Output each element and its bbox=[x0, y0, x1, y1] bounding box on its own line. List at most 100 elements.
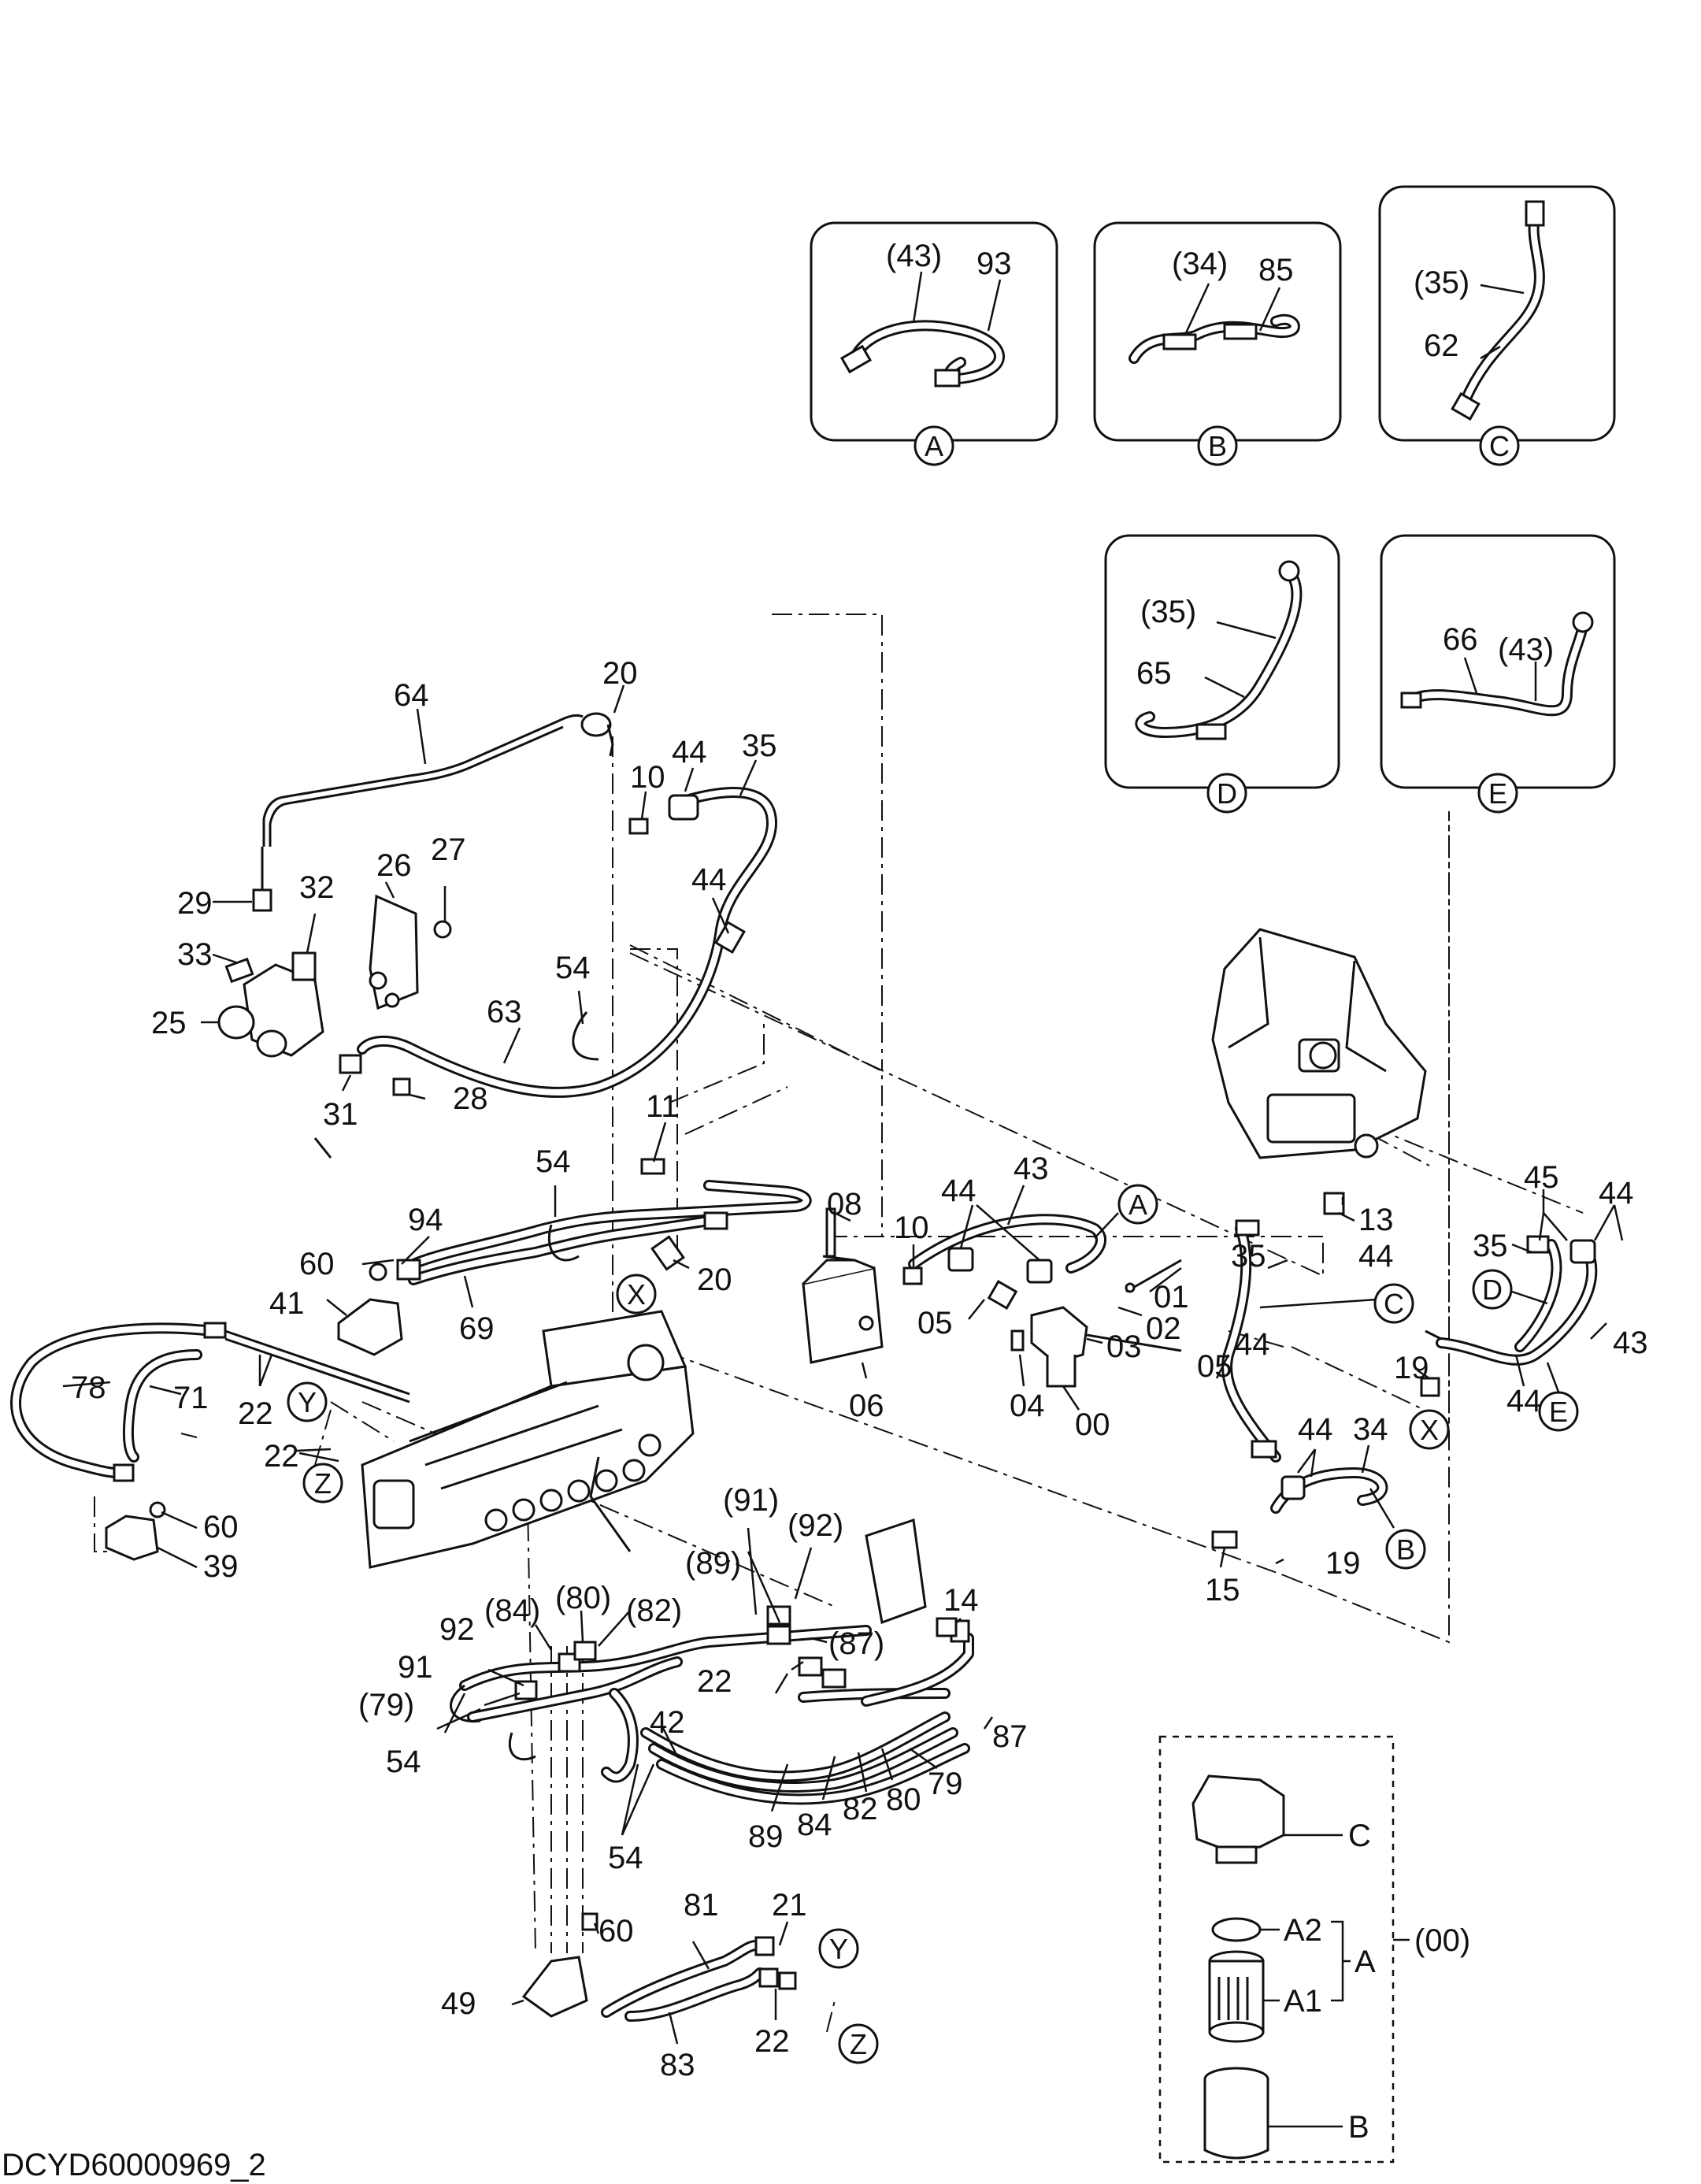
part-label-22c: 22 bbox=[697, 1664, 732, 1699]
part-label-11: 11 bbox=[646, 1089, 679, 1124]
filter-label-a2: A2 bbox=[1284, 1913, 1322, 1948]
filter-detail: C A2 A A1 B (00) bbox=[1158, 1735, 1470, 2164]
part-label-89: 89 bbox=[748, 1819, 784, 1854]
part-label-81: 81 bbox=[684, 1888, 719, 1923]
drawing-code: DCYD60000969_2 bbox=[2, 2148, 266, 2182]
inset-b-label-1: (34) bbox=[1172, 247, 1228, 281]
inset-a: (43) 93 A bbox=[810, 221, 1058, 466]
inset-c-letter: C bbox=[1489, 430, 1510, 462]
part-label-44h: 44 bbox=[1298, 1412, 1333, 1447]
inset-d-letter: D bbox=[1217, 777, 1237, 810]
part-label-87p: (87) bbox=[828, 1626, 884, 1661]
part-label-32: 32 bbox=[299, 870, 335, 905]
filter-label-a1: A1 bbox=[1284, 1984, 1322, 2019]
inset-d: (35) 65 D bbox=[1104, 534, 1340, 814]
part-label-20b: 20 bbox=[697, 1263, 732, 1297]
part-label-44b: 44 bbox=[691, 862, 727, 897]
part-label-03: 03 bbox=[1106, 1329, 1142, 1364]
part-label-43: 43 bbox=[1014, 1151, 1049, 1186]
part-label-54: 54 bbox=[555, 951, 591, 985]
inset-c-label-2: 62 bbox=[1424, 328, 1459, 363]
part-label-33: 33 bbox=[177, 937, 213, 972]
part-label-80p: (80) bbox=[555, 1581, 611, 1615]
part-label-42: 42 bbox=[650, 1705, 685, 1740]
part-label-87: 87 bbox=[992, 1719, 1028, 1754]
part-label-43b: 43 bbox=[1613, 1326, 1648, 1360]
part-label-14: 14 bbox=[943, 1583, 979, 1618]
part-label-06: 06 bbox=[849, 1389, 884, 1423]
part-label-83: 83 bbox=[660, 2048, 695, 2082]
part-label-82: 82 bbox=[843, 1792, 878, 1826]
inset-b-label-2: 85 bbox=[1258, 253, 1294, 287]
part-label-82p: (82) bbox=[626, 1593, 682, 1628]
inset-a-label-1: (43) bbox=[886, 239, 942, 273]
part-label-92: 92 bbox=[439, 1612, 475, 1647]
part-label-01: 01 bbox=[1154, 1280, 1189, 1314]
part-label-25: 25 bbox=[151, 1006, 187, 1040]
callout-letters: A B C D E X Y Z X Y Z bbox=[287, 1184, 1579, 2064]
part-label-79p: (79) bbox=[358, 1688, 414, 1722]
part-label-91p: (91) bbox=[723, 1483, 779, 1518]
part-label-22d: 22 bbox=[754, 2024, 790, 2059]
callout-c: C bbox=[1384, 1288, 1404, 1320]
part-label-41: 41 bbox=[269, 1286, 305, 1321]
assembly-geometry bbox=[10, 614, 1598, 2033]
part-label-02: 02 bbox=[1146, 1311, 1181, 1346]
filter-label-a: A bbox=[1354, 1945, 1376, 1979]
part-label-28: 28 bbox=[453, 1081, 488, 1116]
part-label-10: 10 bbox=[630, 760, 665, 795]
inset-a-letter: A bbox=[925, 430, 943, 462]
callout-b: B bbox=[1396, 1533, 1415, 1566]
part-label-04: 04 bbox=[1010, 1389, 1045, 1423]
callout-y-1: Y bbox=[298, 1386, 317, 1418]
part-label-64: 64 bbox=[394, 678, 429, 713]
part-label-29: 29 bbox=[177, 886, 213, 921]
callout-z-1: Z bbox=[314, 1467, 332, 1500]
part-label-71: 71 bbox=[173, 1381, 209, 1415]
filter-group-label: (00) bbox=[1414, 1923, 1470, 1958]
part-label-94: 94 bbox=[408, 1203, 443, 1237]
part-label-13: 13 bbox=[1358, 1203, 1394, 1237]
part-label-44c: 44 bbox=[941, 1174, 976, 1208]
part-label-22: 22 bbox=[238, 1396, 273, 1431]
inset-a-label-2: 93 bbox=[976, 247, 1012, 281]
part-label-27: 27 bbox=[431, 832, 466, 867]
filter-label-b: B bbox=[1348, 2110, 1369, 2145]
part-label-35c: 35 bbox=[1473, 1229, 1508, 1263]
part-label-44g: 44 bbox=[1506, 1384, 1542, 1418]
part-label-63: 63 bbox=[487, 995, 522, 1029]
callout-a: A bbox=[1128, 1188, 1147, 1221]
callout-d: D bbox=[1482, 1274, 1503, 1306]
part-label-91: 91 bbox=[398, 1650, 433, 1685]
part-label-19: 19 bbox=[1394, 1351, 1429, 1385]
part-label-92p: (92) bbox=[788, 1508, 843, 1543]
callout-y-2: Y bbox=[829, 1933, 848, 1965]
part-label-15: 15 bbox=[1205, 1573, 1240, 1607]
part-label-60: 60 bbox=[299, 1247, 335, 1281]
part-label-44: 44 bbox=[672, 735, 707, 769]
callout-x-2: X bbox=[1420, 1414, 1439, 1446]
callout-e: E bbox=[1549, 1396, 1568, 1428]
part-label-54b: 54 bbox=[536, 1144, 571, 1179]
inset-b: (34) 85 B bbox=[1093, 221, 1342, 466]
part-label-44e: 44 bbox=[1358, 1239, 1394, 1274]
part-label-69: 69 bbox=[459, 1311, 495, 1346]
part-label-08: 08 bbox=[827, 1187, 862, 1222]
inset-d-label-1: (35) bbox=[1140, 595, 1196, 629]
part-label-31: 31 bbox=[323, 1097, 358, 1132]
part-label-35: 35 bbox=[742, 729, 777, 763]
part-label-20: 20 bbox=[602, 656, 638, 691]
inset-d-label-2: 65 bbox=[1136, 656, 1172, 691]
part-labels: 64 20 44 35 10 29 32 26 27 33 44 25 63 5… bbox=[62, 656, 1648, 2082]
part-label-84: 84 bbox=[797, 1808, 832, 1842]
part-label-21: 21 bbox=[772, 1888, 807, 1923]
inset-c-label-1: (35) bbox=[1414, 265, 1469, 300]
part-label-35b: 35 bbox=[1231, 1239, 1266, 1274]
part-label-22b: 22 bbox=[264, 1439, 299, 1474]
callout-x-1: X bbox=[627, 1278, 646, 1311]
part-label-54d: 54 bbox=[608, 1841, 643, 1875]
inset-e-label-1: 66 bbox=[1443, 622, 1478, 657]
part-label-79: 79 bbox=[928, 1767, 963, 1801]
part-label-89p: (89) bbox=[685, 1546, 741, 1581]
part-label-45: 45 bbox=[1524, 1160, 1559, 1195]
